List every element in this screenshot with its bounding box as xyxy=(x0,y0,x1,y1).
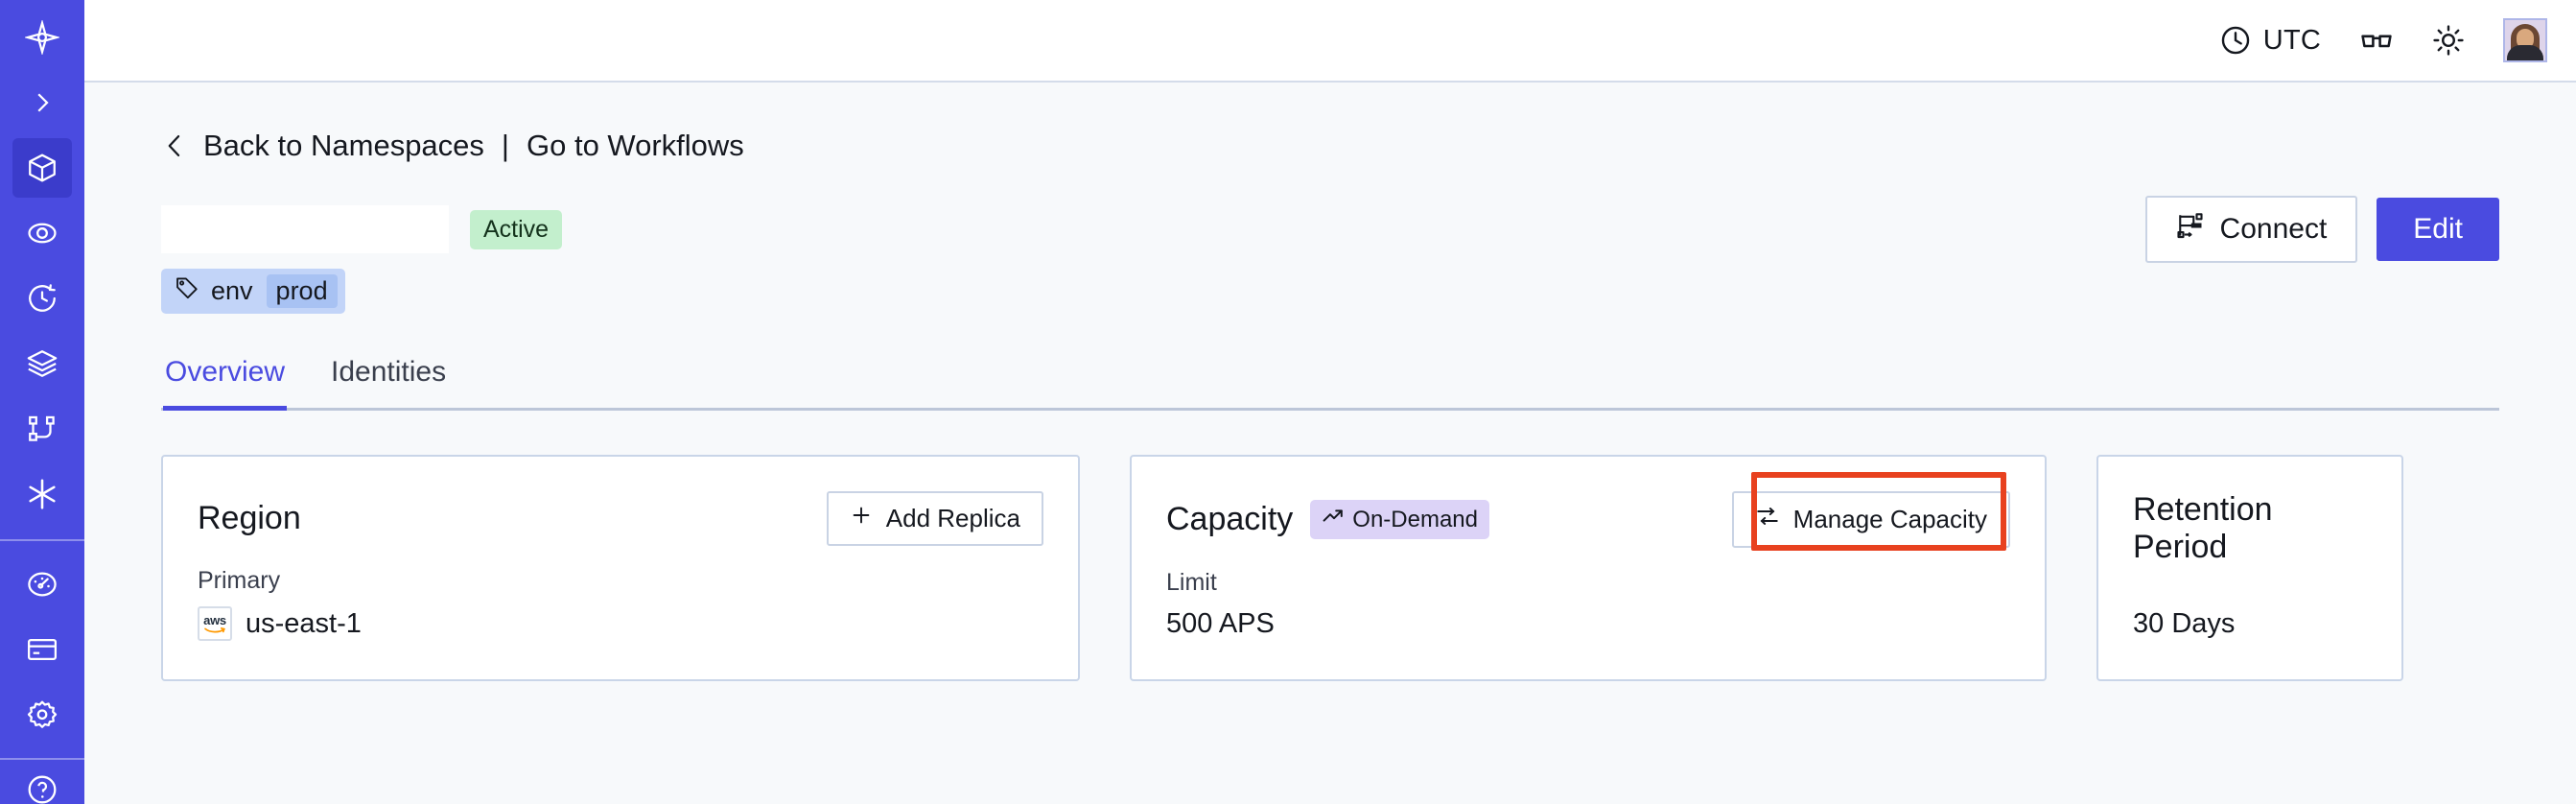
user-menu[interactable] xyxy=(2503,18,2547,62)
breadcrumb: Back to Namespaces | Go to Workflows xyxy=(161,129,2499,163)
tag-key: env xyxy=(211,276,253,305)
capacity-limit-value: 500 APS xyxy=(1166,608,1275,639)
connect-icon xyxy=(2176,211,2205,248)
clock-icon xyxy=(2219,24,2252,57)
sidebar-item-logo[interactable] xyxy=(12,8,72,67)
main-region: UTC xyxy=(84,0,2576,804)
breadcrumb-back-link[interactable]: Back to Namespaces xyxy=(203,129,484,162)
avatar xyxy=(2503,18,2547,62)
capacity-card: Capacity On-Demand xyxy=(1130,455,2047,681)
retention-card-header: Retention Period xyxy=(2133,491,2367,566)
aws-logo-icon: aws xyxy=(198,606,232,641)
breadcrumb-separator: | xyxy=(501,129,509,162)
timezone-label: UTC xyxy=(2262,24,2321,56)
cube-icon xyxy=(26,152,59,184)
region-card-header: Region Add Replica xyxy=(198,491,1043,546)
asterisk-icon xyxy=(25,477,59,511)
theme-toggle-button[interactable] xyxy=(2432,24,2465,57)
trending-up-icon xyxy=(1322,505,1345,534)
sidebar-item-workflows[interactable] xyxy=(12,399,72,459)
sidebar-item-settings[interactable] xyxy=(12,685,72,745)
gear-icon xyxy=(26,698,59,731)
plus-icon xyxy=(850,504,873,533)
capacity-mode-badge: On-Demand xyxy=(1310,500,1490,539)
region-primary-label: Primary xyxy=(198,567,281,594)
edit-button[interactable]: Edit xyxy=(2377,198,2499,261)
sidebar-item-expand[interactable] xyxy=(12,73,72,132)
manage-capacity-label: Manage Capacity xyxy=(1792,505,1987,533)
sun-icon xyxy=(2432,24,2465,57)
top-bar: UTC xyxy=(84,0,2576,83)
page-title xyxy=(161,205,449,253)
sidebar-item-help[interactable] xyxy=(12,760,72,804)
connect-button[interactable]: Connect xyxy=(2144,196,2358,263)
region-primary-value: us-east-1 xyxy=(246,607,362,639)
breadcrumb-workflows-link[interactable]: Go to Workflows xyxy=(526,129,744,162)
edit-button-label: Edit xyxy=(2413,213,2463,245)
git-branch-icon xyxy=(26,413,59,445)
capacity-limit-label: Limit xyxy=(1166,569,1217,596)
region-card: Region Add Replica Primary xyxy=(161,455,1080,681)
manage-capacity-button[interactable]: Manage Capacity xyxy=(1731,491,2010,548)
retention-card-title: Retention Period xyxy=(2133,491,2273,565)
eye-icon xyxy=(26,217,59,249)
layers-icon xyxy=(26,347,59,380)
credit-card-icon xyxy=(26,633,59,666)
sidebar-item-schedules[interactable] xyxy=(12,269,72,328)
namespace-header: Active Connect xyxy=(161,196,2499,263)
tag-value: prod xyxy=(266,274,338,308)
aws-logo-text: aws xyxy=(203,612,226,627)
retention-card: Retention Period 30 Days xyxy=(2096,455,2403,681)
tab-bar: Overview Identities xyxy=(161,356,2499,411)
connect-button-label: Connect xyxy=(2219,213,2328,245)
chevron-left-icon[interactable] xyxy=(161,130,188,162)
sidebar-item-stack[interactable] xyxy=(12,334,72,393)
capacity-card-title: Capacity xyxy=(1166,501,1294,537)
reading-mode-button[interactable] xyxy=(2359,23,2394,58)
add-replica-button[interactable]: Add Replica xyxy=(826,491,1043,546)
capacity-mode-label: On-Demand xyxy=(1352,506,1479,532)
capacity-card-header: Capacity On-Demand xyxy=(1166,491,2010,548)
sidebar-item-integrations[interactable] xyxy=(12,464,72,524)
add-replica-label: Add Replica xyxy=(885,504,1020,532)
chevron-right-icon xyxy=(28,88,57,117)
tag-icon xyxy=(175,275,199,307)
clock-arrow-icon xyxy=(26,282,59,315)
page-content: Back to Namespaces | Go to Workflows Act… xyxy=(84,83,2576,804)
sidebar-divider-bottom xyxy=(0,758,84,760)
gauge-icon xyxy=(26,568,59,601)
sidebar-item-observability[interactable] xyxy=(12,203,72,263)
region-card-title: Region xyxy=(198,500,301,536)
glasses-icon xyxy=(2359,23,2394,58)
timezone-selector[interactable]: UTC xyxy=(2219,24,2321,57)
retention-value: 30 Days xyxy=(2133,608,2236,639)
tab-identities[interactable]: Identities xyxy=(331,356,447,388)
tab-overview[interactable]: Overview xyxy=(163,356,288,411)
sidebar-item-namespaces[interactable] xyxy=(12,138,72,198)
temporal-logo-icon xyxy=(25,20,59,55)
sidebar-divider-top xyxy=(0,539,84,541)
namespace-tags: env prod xyxy=(161,269,2499,314)
tag-chip-env[interactable]: env prod xyxy=(161,269,345,314)
primary-sidebar xyxy=(0,0,84,804)
sidebar-item-billing[interactable] xyxy=(12,620,72,679)
status-badge: Active xyxy=(470,209,563,249)
sidebar-item-usage[interactable] xyxy=(12,555,72,614)
region-primary-value-row: aws us-east-1 xyxy=(198,606,1043,641)
sliders-icon xyxy=(1755,504,1780,535)
help-circle-icon xyxy=(26,773,59,804)
overview-cards: Region Add Replica Primary xyxy=(161,455,2499,681)
